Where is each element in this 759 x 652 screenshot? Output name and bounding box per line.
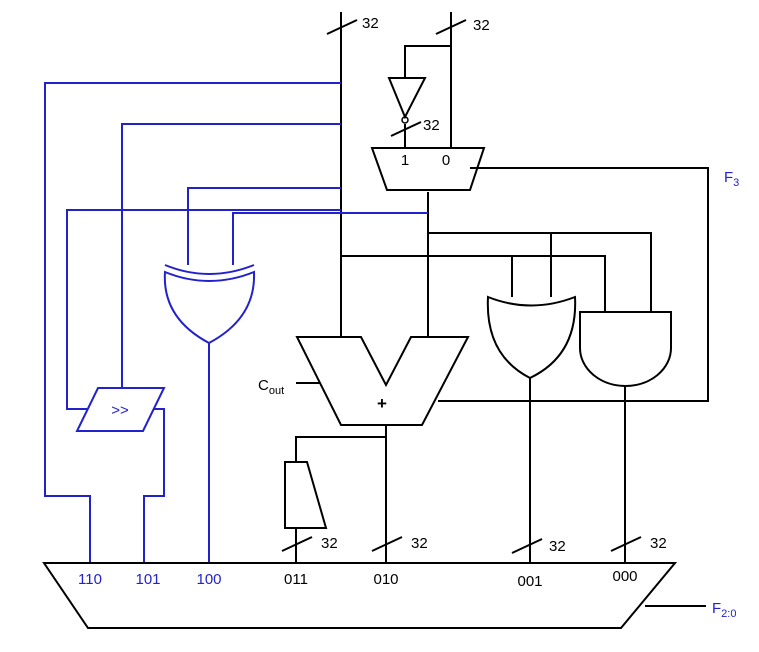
- mux-select-110: 110: [78, 571, 102, 588]
- adder: +: [295, 336, 470, 426]
- f20-control-label: F2:0: [712, 600, 736, 620]
- bus-width-a: 32: [362, 15, 379, 32]
- bus-width-or: 32: [549, 538, 566, 555]
- bus-width-and: 32: [650, 535, 667, 552]
- b-input-mux: 1 0: [370, 147, 486, 191]
- mux-b-input-1-label: 1: [401, 152, 409, 169]
- bus-width-sltu: 32: [321, 535, 338, 552]
- bus-width-markers: [281, 19, 642, 554]
- black-wires: [295, 12, 709, 607]
- bus-width-inverter: 32: [423, 117, 440, 134]
- mux-select-101: 101: [135, 571, 160, 588]
- or-gate: [486, 295, 577, 380]
- and-gate: [579, 311, 672, 387]
- bus-width-b: 32: [473, 17, 490, 34]
- output-mux: [42, 562, 678, 629]
- adder-symbol: +: [377, 394, 387, 413]
- mux-select-001: 001: [517, 573, 542, 590]
- blue-wires: [44, 82, 428, 563]
- shifter-symbol: >>: [111, 402, 129, 419]
- zero-extender: [284, 461, 328, 529]
- inverter-gate: [387, 77, 427, 124]
- f3-control-label: F3: [724, 169, 739, 189]
- mux-select-100: 100: [196, 571, 221, 588]
- right-shifter: >>: [75, 387, 166, 432]
- mux-select-010: 010: [373, 571, 398, 588]
- mux-select-011: 011: [284, 571, 308, 588]
- mux-b-input-0-label: 0: [442, 152, 450, 169]
- xor-gate: [163, 264, 256, 345]
- bus-width-adder: 32: [411, 535, 428, 552]
- mux-select-000: 000: [612, 568, 637, 585]
- cout-label: Cout: [258, 377, 284, 397]
